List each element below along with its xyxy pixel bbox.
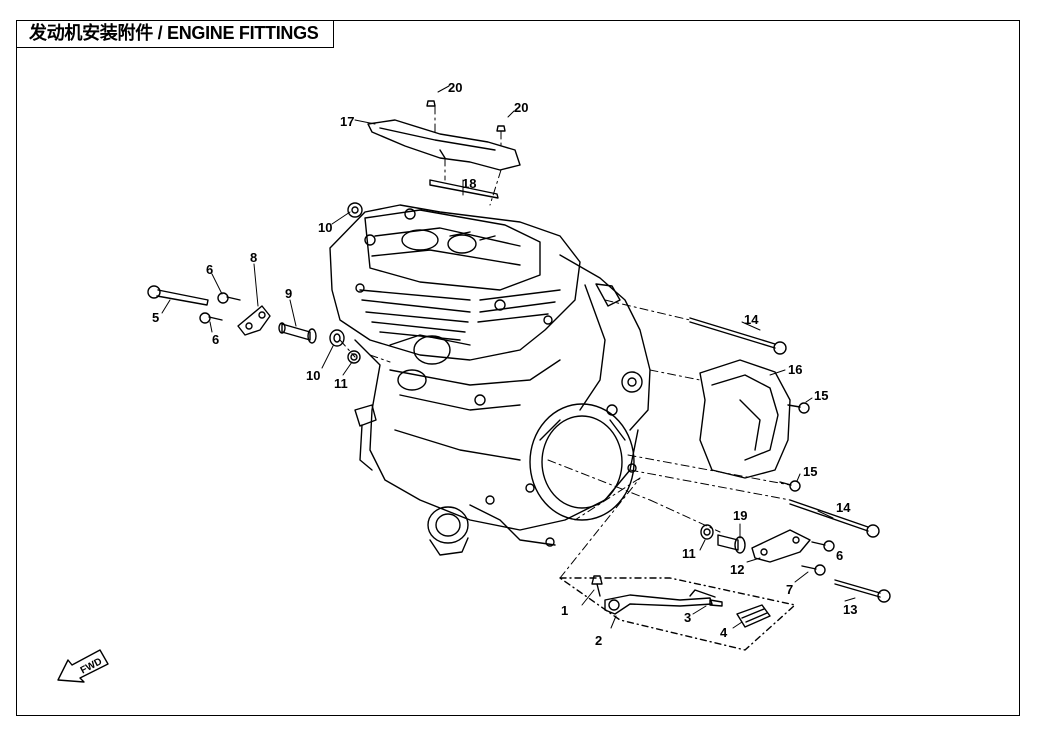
bracket-12: [751, 529, 811, 563]
label-20: 20: [514, 100, 528, 115]
label-8: 8: [250, 250, 257, 265]
part-labels: 20 20 17 18 10 5 6 6 8 9 10 11 14 16 15 …: [79, 80, 858, 677]
label-16: 16: [788, 362, 802, 377]
sprocket-cover: [699, 359, 791, 479]
label-3: 3: [684, 610, 691, 625]
page-title: 发动机安装附件 / ENGINE FITTINGS: [16, 20, 334, 48]
label-6: 6: [212, 332, 219, 347]
label-18: 18: [462, 176, 476, 191]
label-12: 12: [730, 562, 744, 577]
label-17: 17: [340, 114, 354, 129]
label-15: 15: [803, 464, 817, 479]
label-4: 4: [720, 625, 728, 640]
label-10: 10: [306, 368, 320, 383]
label-11: 11: [334, 376, 348, 391]
heat-shield: [367, 119, 521, 171]
rod: [429, 179, 499, 199]
label-6: 6: [836, 548, 843, 563]
shift-lever: [604, 594, 713, 615]
label-9: 9: [285, 286, 292, 301]
label-5: 5: [152, 310, 159, 325]
bracket-8: [237, 305, 271, 336]
label-10: 10: [318, 220, 332, 235]
label-15: 15: [814, 388, 828, 403]
label-20: 20: [448, 80, 462, 95]
label-14: 14: [744, 312, 759, 327]
label-7: 7: [786, 582, 793, 597]
fwd-arrow-icon: [57, 649, 109, 683]
label-14: 14: [836, 500, 851, 515]
engine-assembly: [329, 204, 651, 556]
label-1: 1: [561, 603, 568, 618]
diagram-frame: [16, 20, 1020, 716]
label-19: 19: [733, 508, 747, 523]
label-6: 6: [206, 262, 213, 277]
label-13: 13: [843, 602, 857, 617]
label-2: 2: [595, 633, 602, 648]
label-11: 11: [682, 546, 696, 561]
